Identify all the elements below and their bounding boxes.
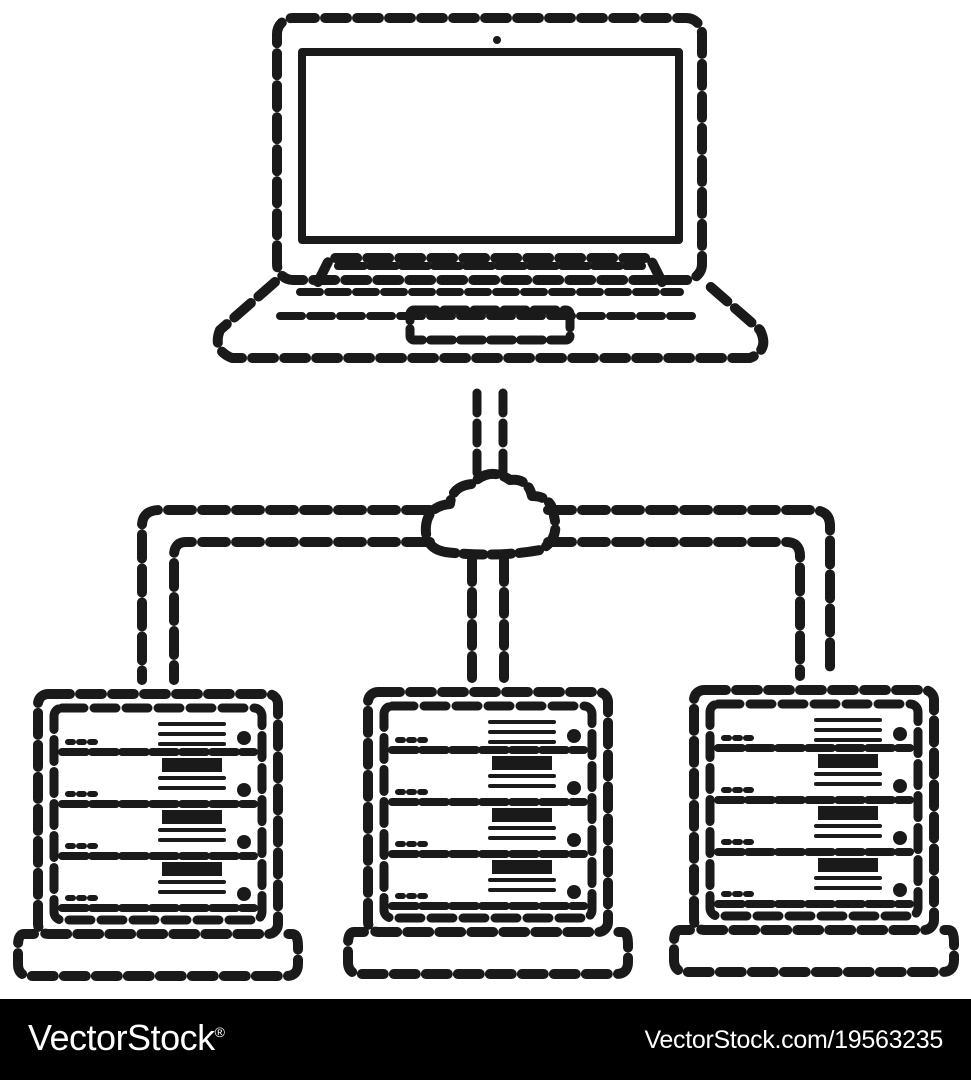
watermark-footer: VectorStock® VectorStock.com/19563235 [0, 999, 971, 1080]
cable-cloud-to-left-server [137, 505, 435, 685]
network-diagram [0, 13, 971, 999]
cable-laptop-to-cloud [472, 388, 508, 483]
server-rack-icon [348, 692, 628, 974]
server-rack-icon [18, 694, 298, 976]
server-rack-icon [674, 690, 954, 972]
laptop-icon [212, 13, 769, 363]
brand-name: VectorStock [28, 1017, 215, 1058]
brand-logo: VectorStock® [28, 1017, 225, 1059]
cable-cloud-to-right-server [543, 505, 835, 681]
registered-mark: ® [214, 1024, 225, 1040]
cable-cloud-to-center-server [467, 555, 509, 683]
cloud-icon [420, 469, 561, 560]
stock-url: VectorStock.com/19563235 [644, 1026, 943, 1054]
